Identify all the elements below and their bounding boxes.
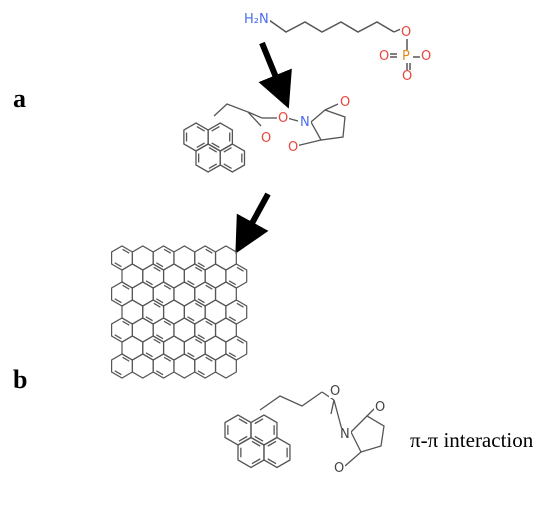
atom-o-bottom: O (401, 69, 414, 84)
atom-p: P (401, 49, 411, 64)
arrow-down-left (235, 192, 271, 254)
atom-amine: H₂N (243, 12, 270, 27)
pyrene-nhs-ester-structure (183, 103, 346, 173)
atom-o-right: O (420, 49, 433, 64)
graphene-sheet (111, 245, 248, 379)
atom-o-ester-carbonyl: O (260, 131, 273, 146)
atom-b-o-ketone: O (329, 384, 342, 399)
atom-b-o-top: O (374, 400, 387, 415)
atom-o-nhs-bottom: O (287, 140, 300, 155)
aminohexyl-phosphate-structure (268, 19, 420, 70)
atom-o-nhs-top: O (339, 95, 352, 110)
atom-b-o-bottom: O (333, 461, 346, 476)
pi-pi-interaction-caption: π-π interaction (410, 428, 534, 452)
atom-o-link: O (400, 25, 413, 40)
arrow-down-right (258, 41, 292, 109)
atom-o-left: O (378, 49, 391, 64)
atom-o-ester-link: O (277, 111, 290, 126)
atom-b-n-nhs: N (339, 427, 351, 442)
pyrene-butanoyl-nhs-structure (224, 391, 385, 469)
panel-label-b: b (13, 365, 28, 394)
panel-label-a: a (13, 84, 26, 113)
atom-n-nhs: N (299, 115, 311, 130)
